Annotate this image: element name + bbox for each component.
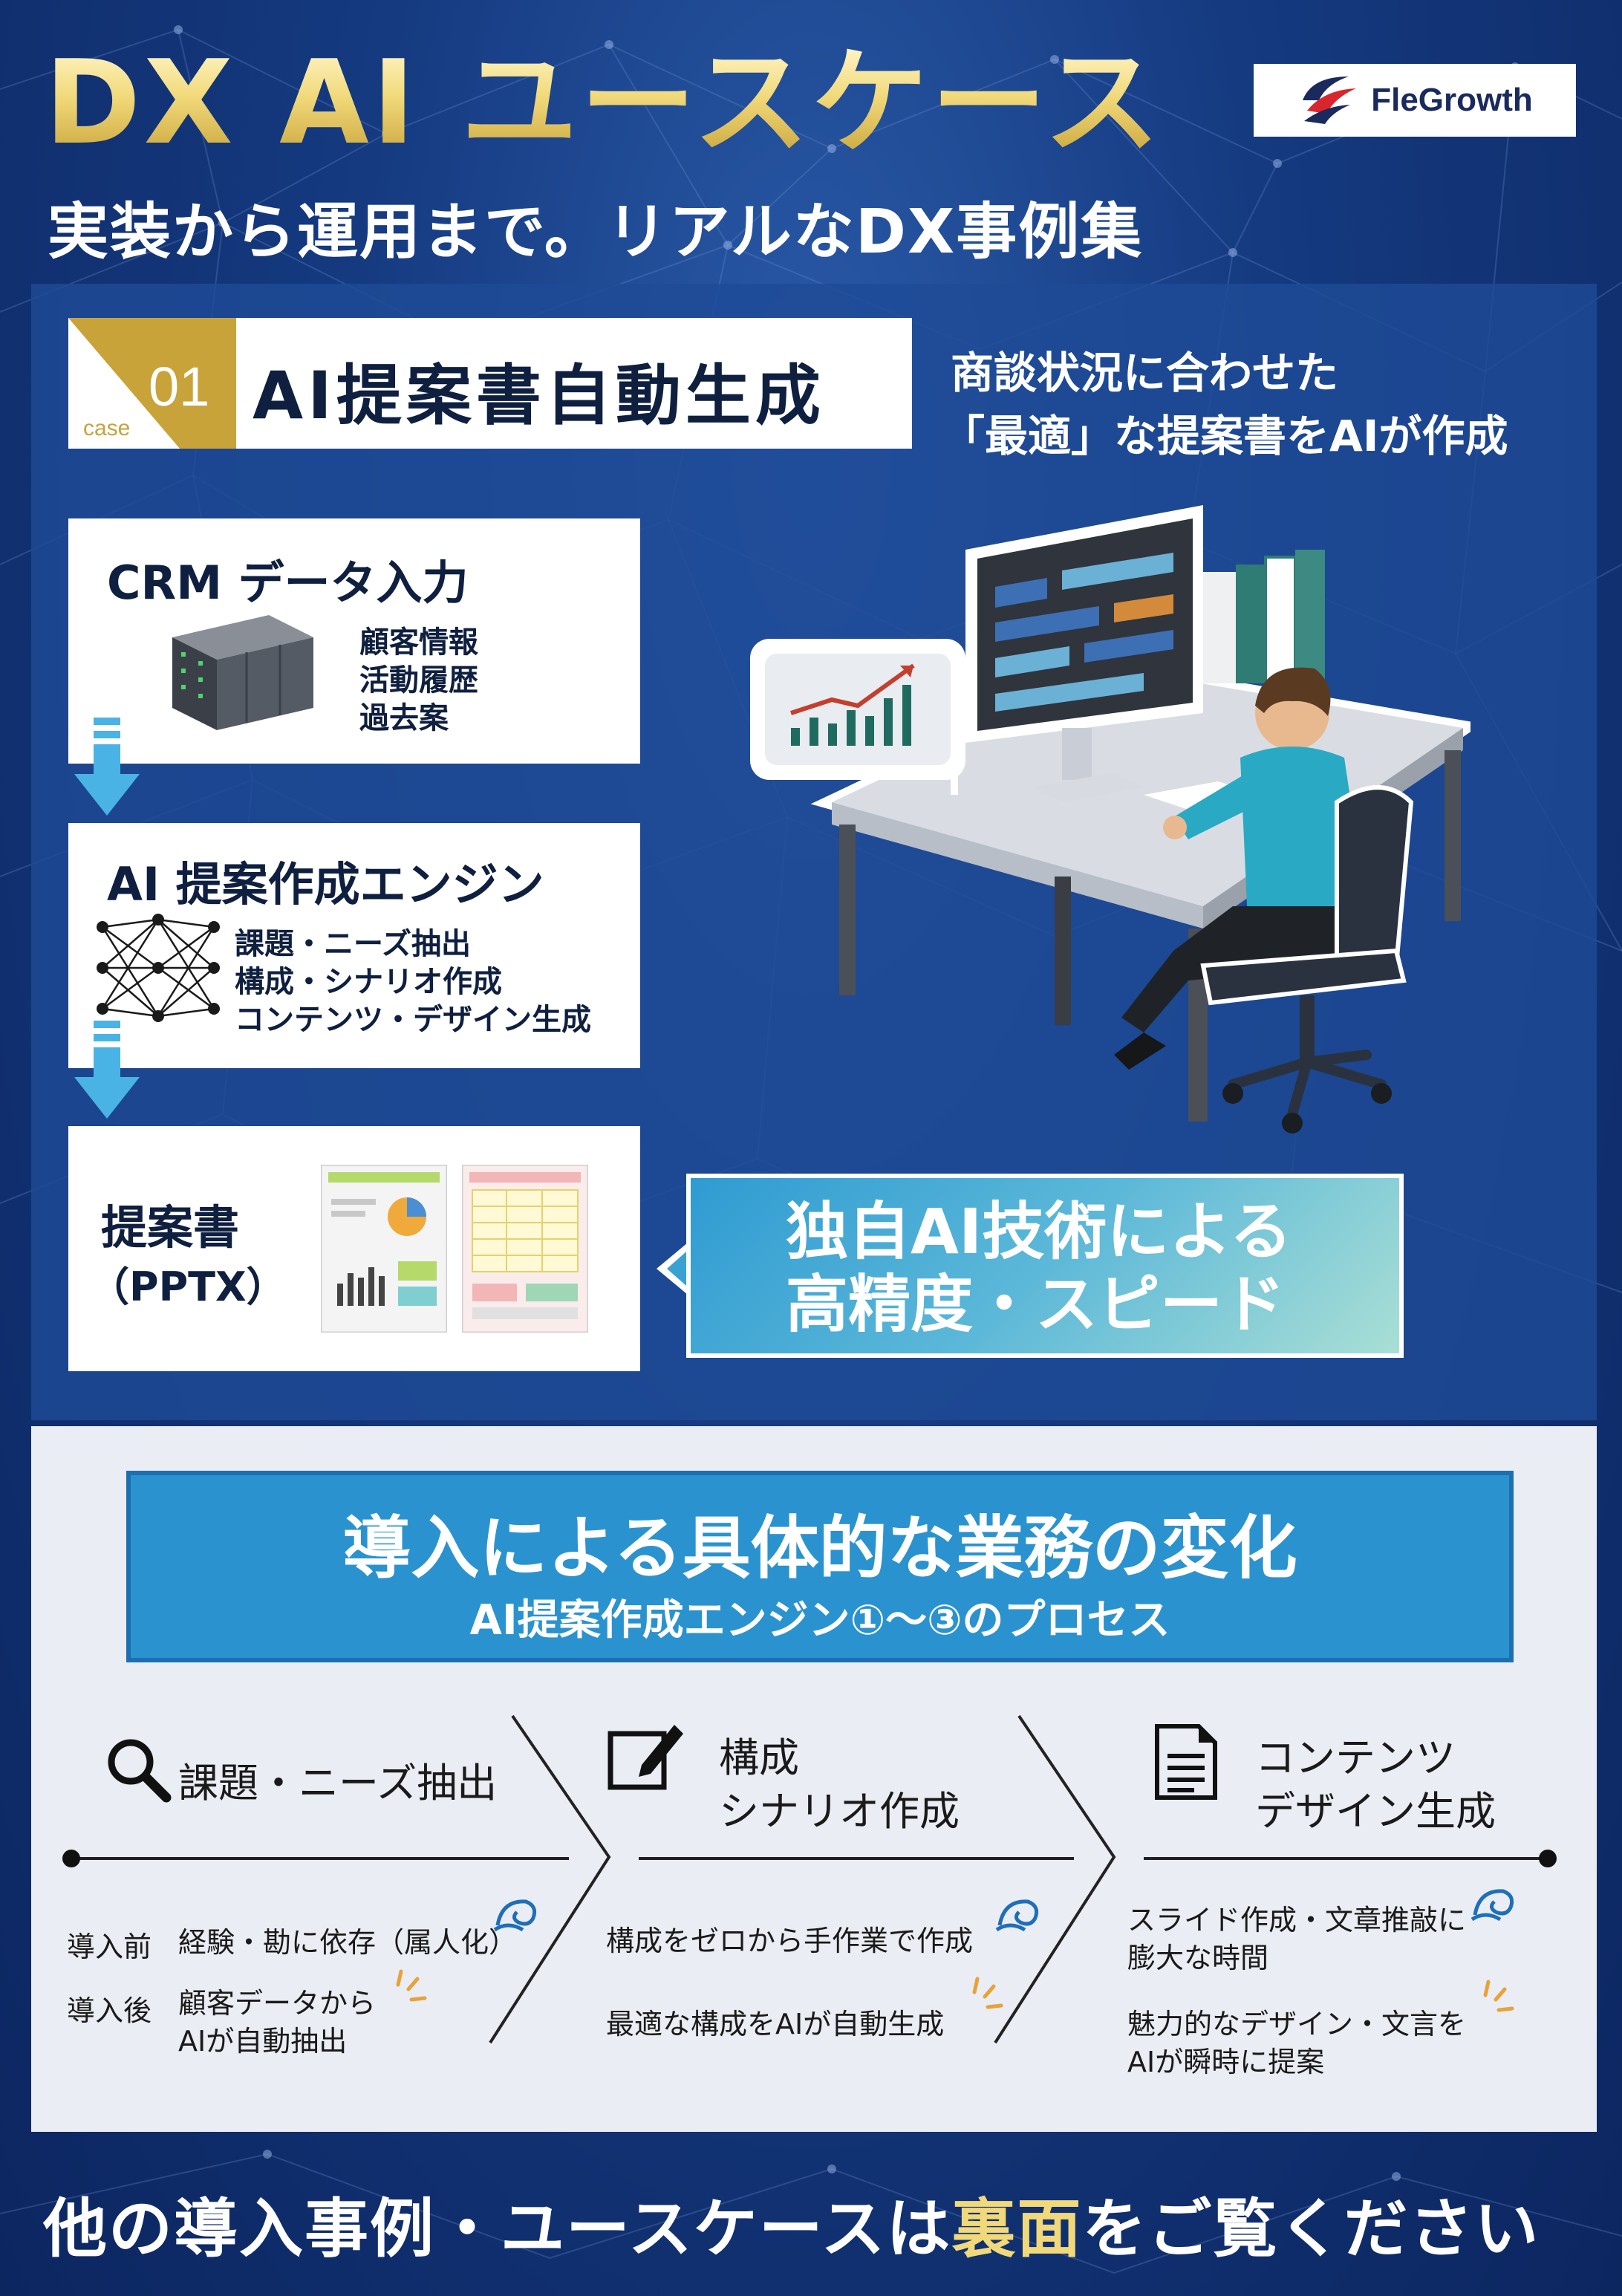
- step2-title-line2: シナリオ作成: [719, 1788, 960, 1835]
- step3-title-line2: デザイン生成: [1255, 1788, 1496, 1835]
- step2-before: 構成をゼロから手作業で作成: [606, 1922, 973, 1960]
- server-icon: [172, 615, 313, 730]
- changes-banner: 導入による具体的な業務の変化 AI提案作成エンジン①〜③のプロセス: [126, 1471, 1514, 1662]
- case-title: AI提案書自動生成: [253, 357, 825, 434]
- callout-line2: 高精度・スピード: [786, 1268, 1286, 1341]
- step1-before-line: 経験・勘に依存（属人化）: [178, 1926, 518, 1959]
- edit-icon: [608, 1725, 683, 1790]
- step3-title-line1: コンテンツ: [1255, 1734, 1456, 1781]
- step3-after-line: 魅力的なデザイン・文言を: [1127, 2008, 1467, 2040]
- changes-title: 導入による具体的な業務の変化: [342, 1509, 1297, 1588]
- proposal-table-thumbnail: [462, 1165, 588, 1333]
- step2-before-line: 構成をゼロから手作業で作成: [606, 1925, 974, 1957]
- crm-title: CRM データ入力: [107, 556, 469, 610]
- step2-title-line1: 構成: [719, 1734, 799, 1781]
- step1-after: 顧客データから AIが自動抽出: [178, 1985, 376, 2061]
- step2-after: 最適な構成をAIが自動生成: [606, 2006, 944, 2043]
- step3-before-line: 膨大な時間: [1127, 1942, 1269, 1975]
- arrow-down-icon: [74, 1021, 140, 1119]
- step3-after-line: AIが瞬時に提案: [1127, 2046, 1325, 2079]
- footer-message: 他の導入事例・ユースケースは裏面をご覧ください: [43, 2176, 1540, 2269]
- sigh-icon: [493, 1899, 537, 1932]
- step1-before: 経験・勘に依存（属人化）: [178, 1924, 517, 1962]
- tech-callout: 独自AI技術による 高精度・スピード: [686, 1174, 1404, 1358]
- search-icon: [108, 1739, 172, 1803]
- office-worker-illustration: [750, 505, 1470, 1134]
- changes-subtitle: AI提案作成エンジン①〜③のプロセス: [469, 1596, 1170, 1645]
- step3-before: スライド作成・文章推敲に 膨大な時間: [1127, 1902, 1466, 1978]
- sigh-icon: [1470, 1889, 1514, 1922]
- before-label: 導入前: [67, 1931, 152, 1963]
- crm-item: 活動履歴: [359, 663, 478, 698]
- footer-text: 他の導入事例・ユースケースは: [43, 2192, 952, 2266]
- case-badge: [68, 318, 236, 449]
- crm-item: 過去案: [359, 701, 449, 736]
- neural-network-icon: [97, 914, 220, 1022]
- output-title: 提案書: [101, 1200, 240, 1255]
- footer-accent: 裏面: [951, 2192, 1083, 2266]
- document-icon: [1155, 1724, 1217, 1800]
- ai-engine-card: AI 提案作成エンジン 課題・ニーズ抽出 構成・シナリオ作成 コンテンツ・デザイ…: [68, 823, 640, 1068]
- case-description-line2: 「最適」な提案書をAIが作成: [942, 411, 1508, 461]
- engine-item: コンテンツ・デザイン生成: [235, 1003, 591, 1038]
- step3-before-line: スライド作成・文章推敲に: [1127, 1904, 1467, 1936]
- step3-after: 魅力的なデザイン・文言を AIが瞬時に提案: [1127, 2006, 1466, 2082]
- logo-text: FleGrowth: [1371, 82, 1533, 118]
- sparkle-icon: [972, 1977, 1003, 2009]
- case-label: case: [83, 416, 131, 440]
- step2-after-line: 最適な構成をAIが自動生成: [606, 2008, 945, 2040]
- company-logo: FleGrowth: [1254, 64, 1576, 137]
- proposal-slide-thumbnail: [321, 1165, 447, 1333]
- output-format: （PPTX）: [89, 1264, 287, 1310]
- flegrowth-logo-icon: [1303, 77, 1357, 124]
- callout-pointer: [657, 1239, 692, 1298]
- case-number: 01: [149, 356, 210, 417]
- crm-items: 顧客情報 活動履歴 過去案: [359, 624, 478, 738]
- after-label: 導入後: [67, 1994, 152, 2027]
- sigh-icon: [995, 1899, 1039, 1932]
- callout-line1: 独自AI技術による: [786, 1195, 1292, 1268]
- engine-item: 課題・ニーズ抽出: [235, 927, 471, 961]
- sparkle-icon: [1483, 1980, 1514, 2012]
- sparkle-icon: [396, 1969, 427, 2002]
- proposal-output-card: 提案書 （PPTX）: [68, 1126, 640, 1371]
- step1-after-line: AIが自動抽出: [178, 2025, 348, 2058]
- crm-item: 顧客情報: [359, 625, 478, 660]
- process-timeline: [62, 1714, 1557, 2044]
- step1-after-line: 顧客データから: [178, 1987, 377, 2020]
- engine-items: 課題・ニーズ抽出 構成・シナリオ作成 コンテンツ・デザイン生成: [235, 926, 591, 1040]
- engine-title: AI 提案作成エンジン: [107, 857, 544, 911]
- main-title: DX AI ユースケース: [45, 35, 1163, 170]
- arrow-down-icon: [74, 718, 140, 816]
- case-description-line1: 商談状況に合わせた: [951, 348, 1339, 398]
- engine-item: 構成・シナリオ作成: [235, 965, 502, 1000]
- step1-title: 課題・ニーズ抽出: [178, 1760, 498, 1806]
- subtitle: 実装から運用まで。リアルなDX事例集: [48, 197, 1144, 267]
- footer-text-end: をご覧ください: [1082, 2192, 1540, 2266]
- crm-input-card: CRM データ入力 顧客情報 活動履歴 過去案: [68, 518, 640, 764]
